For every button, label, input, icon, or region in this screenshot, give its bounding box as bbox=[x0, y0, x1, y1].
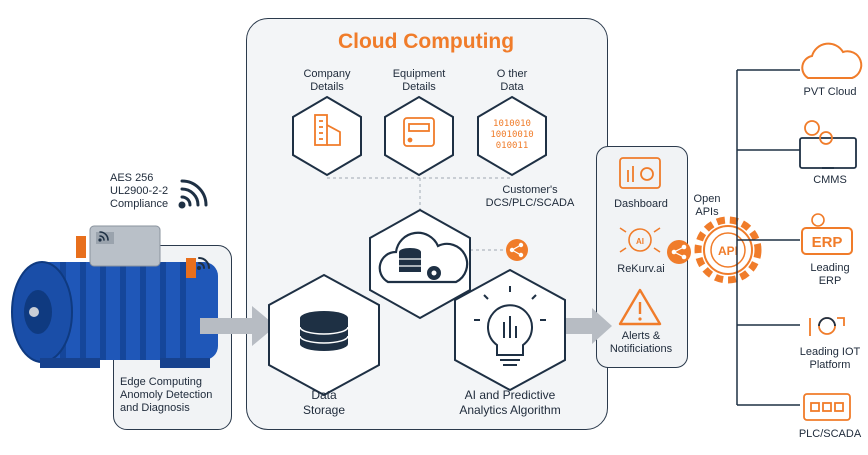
ai-analytics-hexagon bbox=[454, 268, 566, 392]
cloud-computing-title: Cloud Computing bbox=[337, 30, 515, 53]
plc-icon bbox=[803, 393, 851, 421]
equipment-icon bbox=[403, 117, 435, 147]
arrow-edge-to-storage bbox=[200, 306, 276, 346]
share-node-icon bbox=[506, 239, 528, 261]
other-data-hexagon: 1010010 10010010 010011 bbox=[477, 95, 547, 177]
target-cmms-label: CMMS bbox=[813, 174, 847, 186]
alerts-label: Alerts & Notificiations bbox=[609, 330, 673, 355]
target-plc-label: PLC/SCADA bbox=[798, 428, 862, 440]
binary-line-1: 1010010 bbox=[493, 119, 531, 129]
ai-chip-icon: AI bbox=[619, 227, 661, 253]
edge-computing-label: Edge Computing Anomoly Detection and Dia… bbox=[120, 376, 213, 414]
binary-line-2: 10010010 bbox=[490, 130, 533, 140]
other-data-label: O ther Data bbox=[496, 68, 528, 93]
small-wifi-icon bbox=[98, 231, 109, 242]
data-storage-label: Data Storage bbox=[302, 388, 346, 417]
binary-line-3: 010011 bbox=[496, 141, 529, 151]
lightbulb-icon bbox=[474, 286, 546, 366]
equipment-details-hexagon bbox=[384, 95, 454, 177]
dashboard-icon bbox=[619, 157, 661, 189]
erp-icon: ERP bbox=[801, 213, 853, 255]
svg-text:AI: AI bbox=[636, 237, 644, 246]
cloud-icon bbox=[801, 42, 863, 79]
iot-icon bbox=[809, 317, 845, 336]
api-connector-lines bbox=[736, 69, 800, 406]
api-hub-label: API bbox=[718, 244, 738, 258]
building-icon bbox=[314, 114, 341, 146]
target-iot-label: Leading IOT Platform bbox=[799, 346, 861, 371]
data-storage-hexagon bbox=[268, 273, 380, 397]
equipment-details-label: Equipment Details bbox=[392, 68, 446, 93]
cloud-database-hexagon bbox=[369, 208, 471, 320]
gears-monitor-icon bbox=[799, 120, 857, 169]
compliance-label: AES 256 UL2900-2-2 Compliance bbox=[110, 172, 169, 210]
company-details-label: Company Details bbox=[303, 68, 351, 93]
company-details-hexagon bbox=[292, 95, 362, 177]
small-wifi-icon bbox=[197, 257, 210, 270]
customers-dcs-label: Customer's DCS/PLC/SCADA bbox=[485, 184, 575, 209]
api-gear-icon: API bbox=[694, 216, 762, 284]
dashboard-label: Dashboard bbox=[614, 198, 668, 210]
cloud-database-icon bbox=[378, 231, 469, 284]
svg-text:ERP: ERP bbox=[812, 234, 843, 251]
arrow-ai-to-panel bbox=[566, 308, 612, 344]
rekurv-label: ReKurv.ai bbox=[617, 263, 665, 275]
wifi-icon bbox=[178, 179, 208, 209]
ai-algorithm-label: AI and Predictive Analytics Algorithm bbox=[459, 388, 561, 417]
warning-icon bbox=[618, 288, 662, 326]
target-pvt-cloud-label: PVT Cloud bbox=[803, 86, 857, 98]
motor-icon bbox=[11, 225, 218, 368]
open-api-share-icon bbox=[667, 240, 691, 264]
open-apis-label: Open APIs bbox=[693, 193, 721, 218]
target-erp-label: Leading ERP bbox=[810, 262, 850, 287]
database-icon bbox=[299, 311, 349, 351]
